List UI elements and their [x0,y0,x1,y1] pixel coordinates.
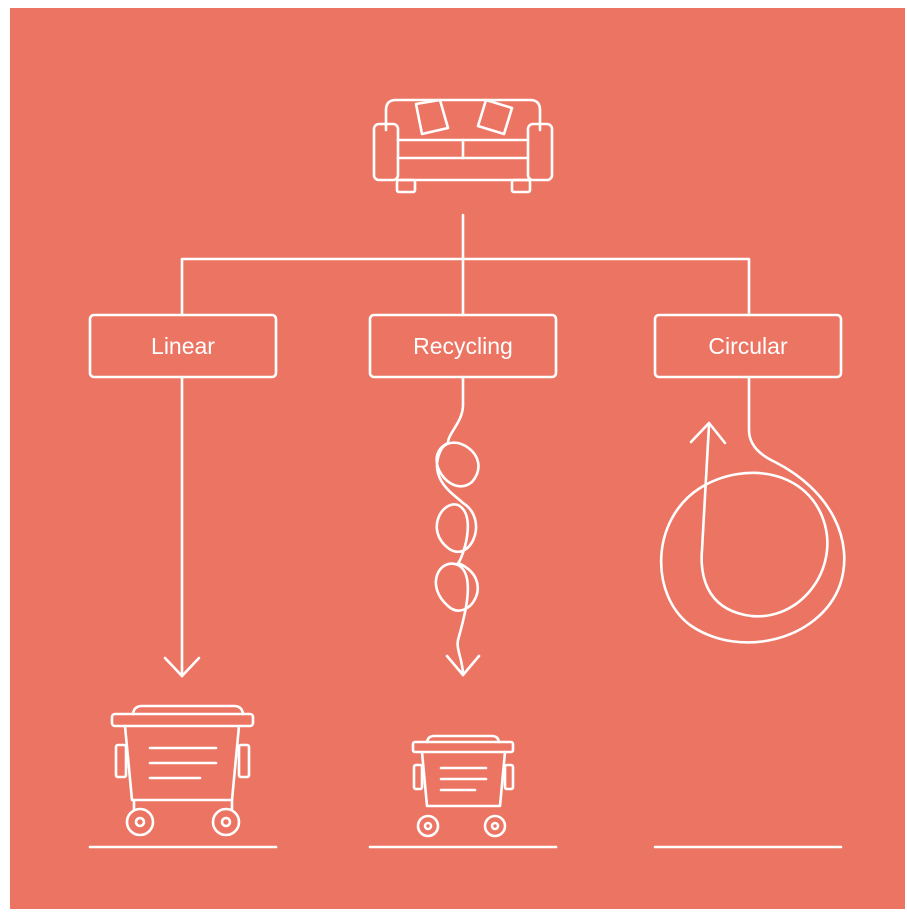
circular-spiral-arrow [659,375,846,644]
recycling-label: Recycling [413,333,513,359]
sofa-icon [372,98,554,194]
circular-label: Circular [708,333,788,359]
dumpster-icon [110,704,255,837]
dumpster-icon [411,734,515,838]
diagram-panel: Linear Recycling Circular [10,8,905,909]
recycling-loop-arrow [434,375,481,677]
connector-tree [180,213,751,317]
linear-arrow [163,375,201,678]
linear-label: Linear [151,333,215,359]
economy-models-diagram: Linear Recycling Circular [10,8,905,909]
